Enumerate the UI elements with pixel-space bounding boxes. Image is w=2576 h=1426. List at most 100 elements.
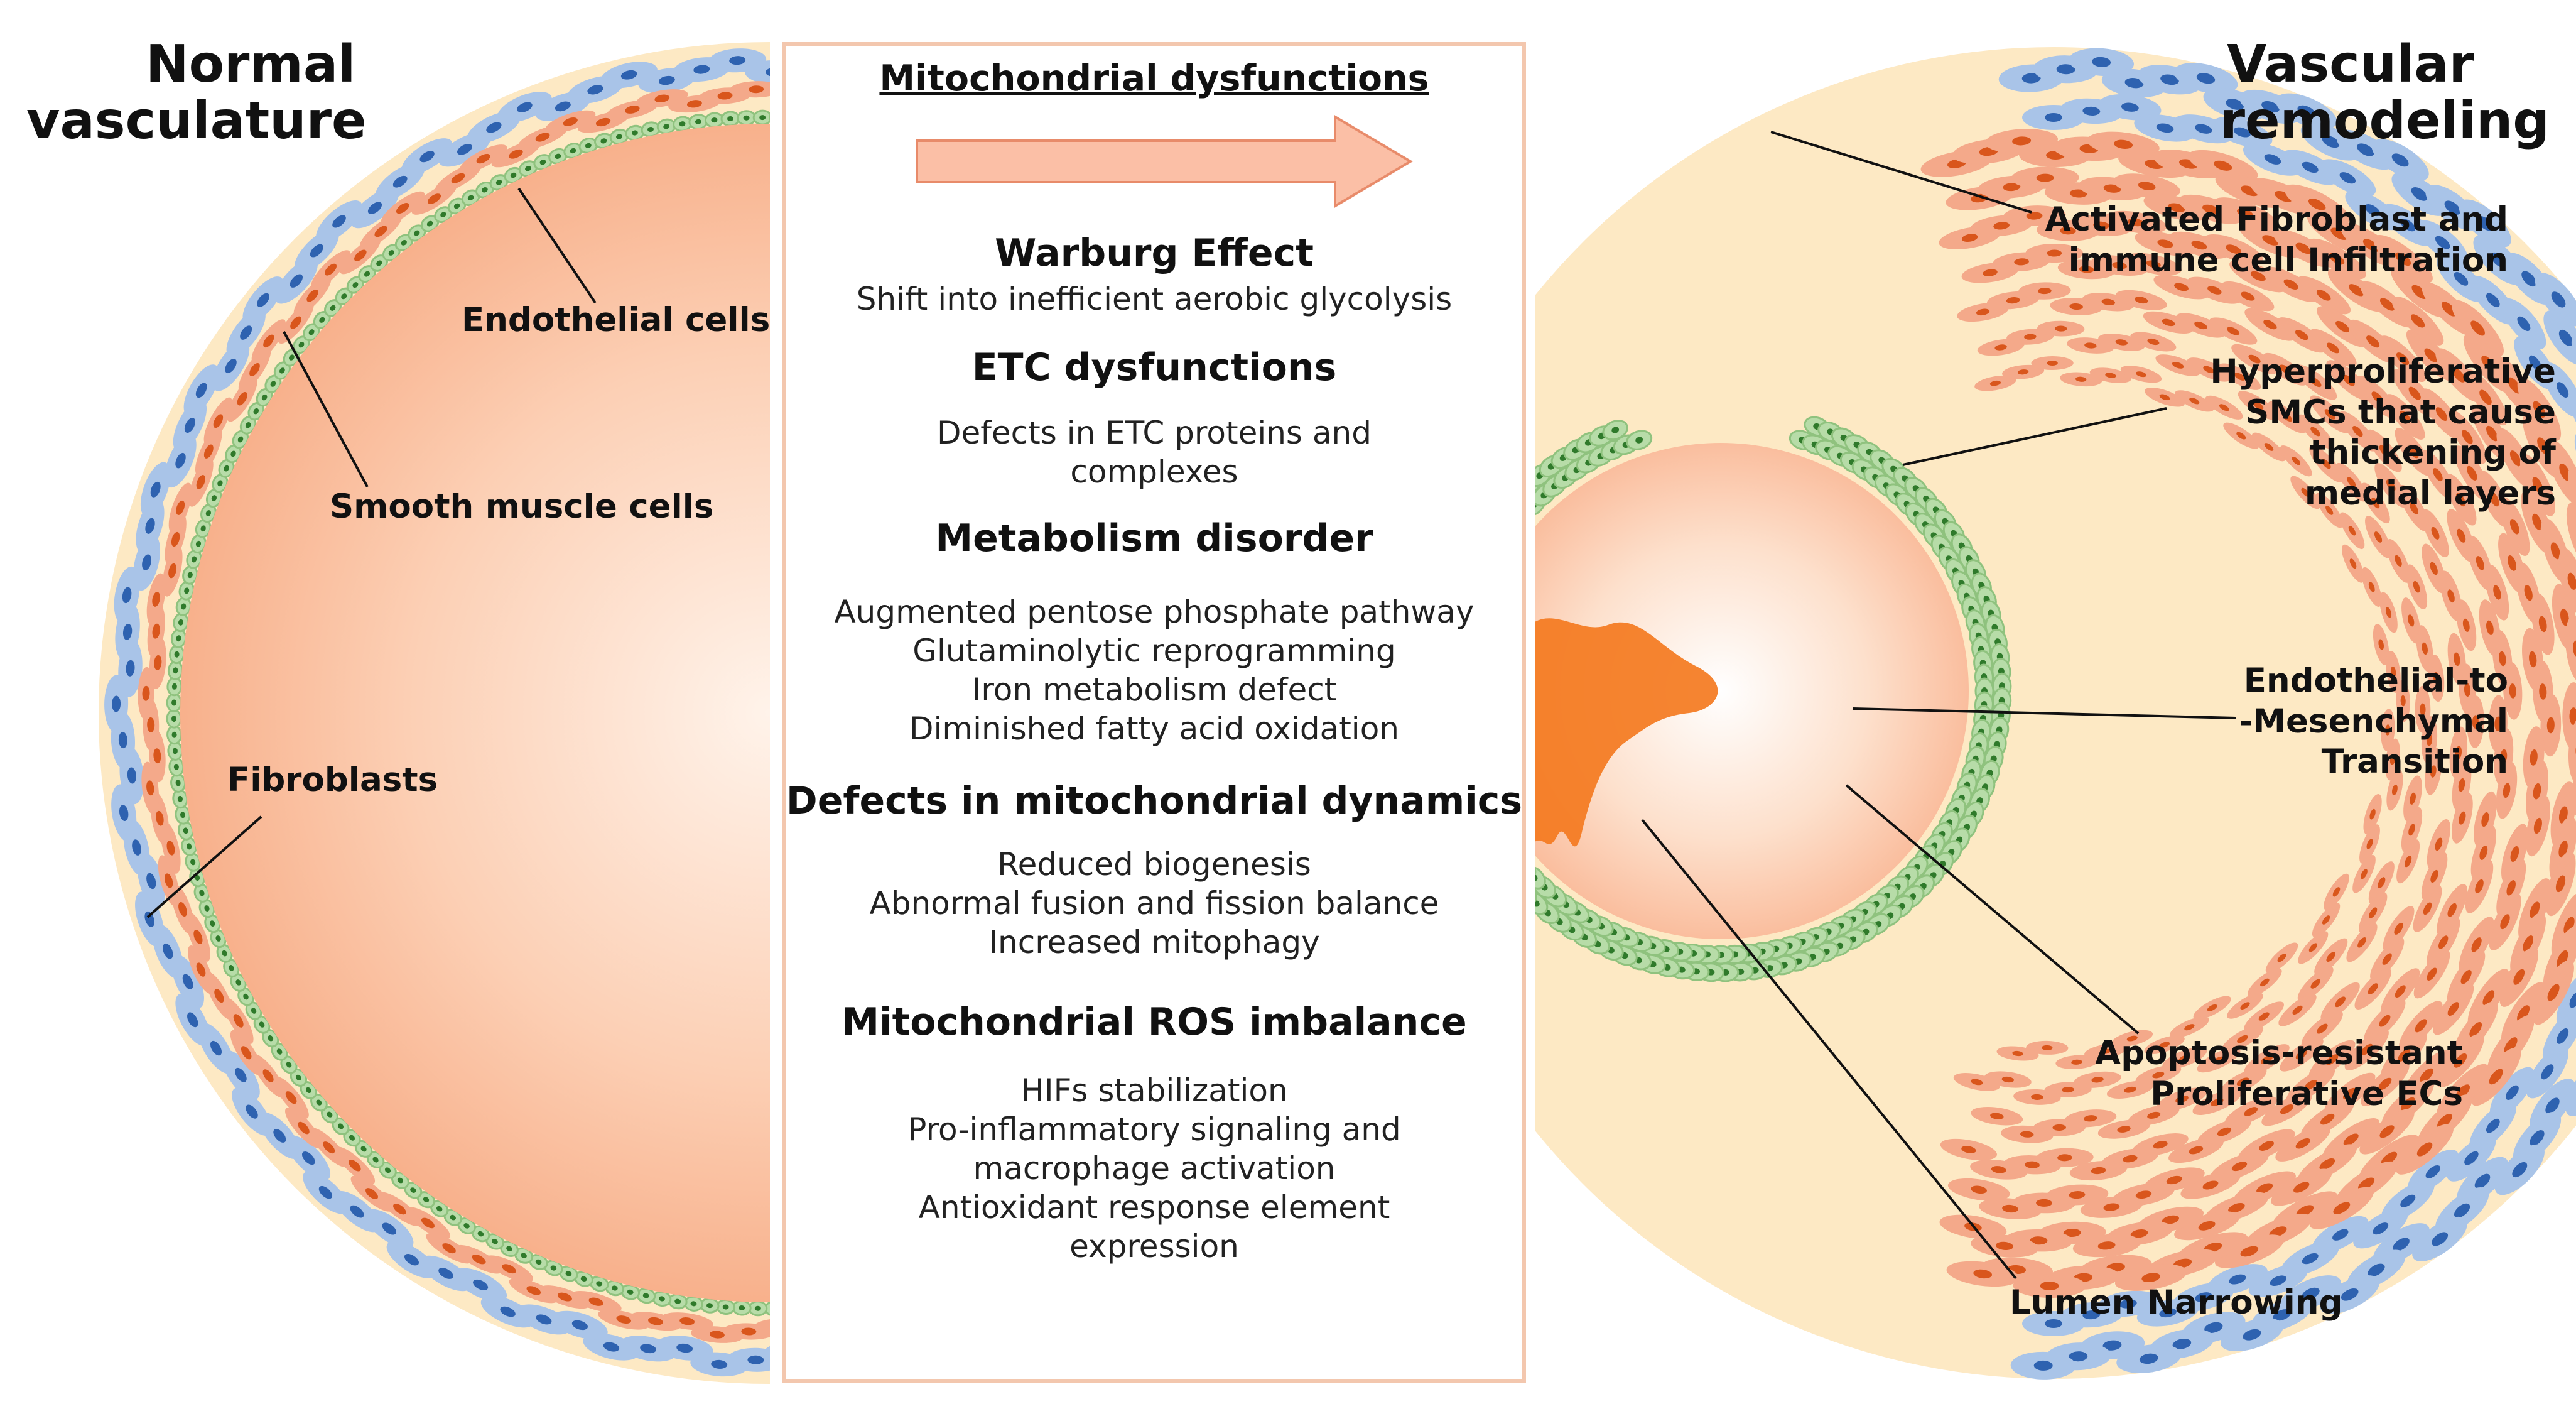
smooth-muscle-cell	[2386, 539, 2410, 583]
smooth-muscle-cell	[2456, 599, 2477, 651]
smooth-muscle-cell	[2359, 824, 2380, 864]
fibroblast-cell	[497, 92, 552, 123]
smooth-muscle-cell	[2251, 432, 2286, 462]
fibroblast-cell	[2319, 159, 2376, 197]
endothelial-cell	[186, 550, 202, 569]
smooth-muscle-cell	[2104, 210, 2167, 234]
smooth-muscle-cell	[1953, 1073, 2000, 1091]
smooth-muscle-cell	[2359, 1108, 2415, 1155]
smooth-muscle-cell	[2312, 902, 2341, 938]
smooth-muscle-cell	[1979, 1198, 2042, 1219]
smooth-muscle-cell	[2209, 317, 2258, 345]
smooth-muscle-cell	[2391, 296, 2444, 346]
smooth-muscle-cell	[2115, 290, 2167, 310]
smooth-muscle-cell	[2187, 276, 2242, 304]
fibroblast-cell	[2543, 310, 2576, 366]
smooth-muscle-cell	[188, 945, 214, 994]
smooth-muscle-cell	[2074, 1071, 2121, 1088]
endothelial-cell	[748, 1300, 768, 1317]
smooth-muscle-cell	[2187, 357, 2231, 382]
smooth-muscle-cell	[2427, 917, 2460, 968]
endothelial-cell	[1626, 430, 1653, 450]
smooth-muscle-cell	[2339, 512, 2365, 550]
endothelial-cell	[544, 1260, 563, 1276]
smooth-muscle-cell	[188, 457, 214, 507]
fibroblast-cell	[135, 891, 165, 947]
section-heading: Defects in mitochondrial dynamics	[786, 779, 1523, 823]
endothelial-cell	[382, 244, 401, 262]
smooth-muscle-cell	[2474, 791, 2497, 848]
progression-arrow	[916, 114, 1413, 209]
fibroblast-cell	[2069, 48, 2134, 77]
smooth-muscle-cell	[2219, 363, 2261, 390]
smooth-muscle-cell	[2445, 474, 2477, 526]
fibroblast-cell	[303, 1170, 349, 1214]
smooth-muscle-cell	[2396, 679, 2410, 722]
smooth-muscle-cell	[598, 1309, 650, 1330]
smooth-muscle-cell	[2143, 311, 2194, 334]
smooth-muscle-cell	[2385, 738, 2400, 781]
fibroblast-cell	[2371, 139, 2429, 182]
smooth-muscle-cell	[2238, 391, 2278, 420]
smooth-muscle-cell	[2352, 855, 2376, 893]
smooth-muscle-cell	[2489, 893, 2521, 950]
smooth-muscle-cell	[2499, 497, 2530, 556]
smooth-muscle-cell	[2087, 131, 2160, 157]
smooth-muscle-cell	[2385, 394, 2425, 440]
smooth-muscle-cell	[2374, 463, 2408, 508]
smooth-muscle-cell	[2013, 1089, 2061, 1105]
smooth-muscle-cell	[350, 1175, 393, 1212]
smooth-muscle-cell	[2268, 401, 2307, 433]
smooth-muscle-cell	[230, 1030, 262, 1075]
normal-vasculature-title: Normal vasculature	[26, 35, 367, 151]
section-body: Reduced biogenesis Abnormal fusion and f…	[869, 846, 1439, 961]
lumen-narrowing-label: Lumen Narrowing	[2010, 1283, 2343, 1322]
smooth-muscle-cell	[2335, 462, 2368, 502]
smooth-muscle-cell	[2499, 947, 2538, 1007]
smooth-muscle-cell	[2427, 819, 2451, 869]
smooth-muscle-cell	[545, 110, 596, 134]
smooth-muscle-cell	[2465, 859, 2494, 913]
smooth-muscle-cell	[2452, 792, 2473, 844]
smooth-muscle-cell	[2540, 694, 2562, 757]
smooth-muscle-cell	[1971, 1106, 2023, 1126]
fibroblast-cell	[583, 1333, 640, 1361]
smooth-muscle-cell	[2025, 243, 2084, 263]
mitochondrial-dysfunctions-panel: Mitochondrial dysfunctions Warburg Effec…	[784, 44, 1524, 1381]
smooth-muscle-cell	[2525, 795, 2550, 857]
smooth-muscle-cell	[2153, 275, 2209, 300]
smooth-muscle-cell	[2297, 276, 2351, 315]
smooth-muscle-cell	[2401, 807, 2423, 852]
smooth-muscle-cell	[162, 545, 183, 597]
vascular-remodeling-title: Vascular remodeling	[2219, 35, 2550, 151]
fibroblast-cell	[2281, 150, 2339, 185]
smooth-muscle-cell	[2215, 1234, 2284, 1268]
endothelial-cell	[764, 1300, 770, 1317]
right-endothelial-layer	[1535, 416, 2012, 982]
fibroblast-cell	[2010, 1351, 2076, 1380]
section-heading: Warburg Effect	[995, 231, 1314, 275]
smooth-muscle-cell	[2566, 502, 2576, 572]
fibroblast-cell	[2212, 117, 2273, 148]
smooth-muscle-cell	[2244, 308, 2296, 341]
smooth-muscle-cell	[2403, 775, 2422, 822]
smooth-muscle-cell	[509, 1278, 558, 1304]
fibroblast-cell	[2459, 199, 2511, 248]
smooth-muscle-cell	[2144, 1035, 2185, 1055]
smooth-muscle-cell	[2125, 253, 2182, 276]
smooth-muscle-cell	[2464, 369, 2508, 426]
smooth-muscle-cell	[2326, 360, 2371, 401]
smooth-muscle-cell	[2244, 1044, 2290, 1075]
smooth-muscle-cell	[2120, 366, 2162, 383]
smooth-muscle-cell	[2135, 1065, 2182, 1086]
fibroblast-cell	[183, 364, 219, 416]
smooth-muscle-cell	[2428, 654, 2445, 702]
endothelial-cell	[732, 1300, 752, 1316]
fibroblast-cell	[2526, 1045, 2568, 1099]
smooth-muscle-cell	[2168, 1137, 2224, 1163]
fibroblast-cell	[175, 993, 210, 1046]
smooth-muscle-cell	[2060, 372, 2102, 387]
smooth-muscle-cell	[2467, 695, 2484, 748]
smooth-muscle-cell	[691, 1326, 744, 1343]
